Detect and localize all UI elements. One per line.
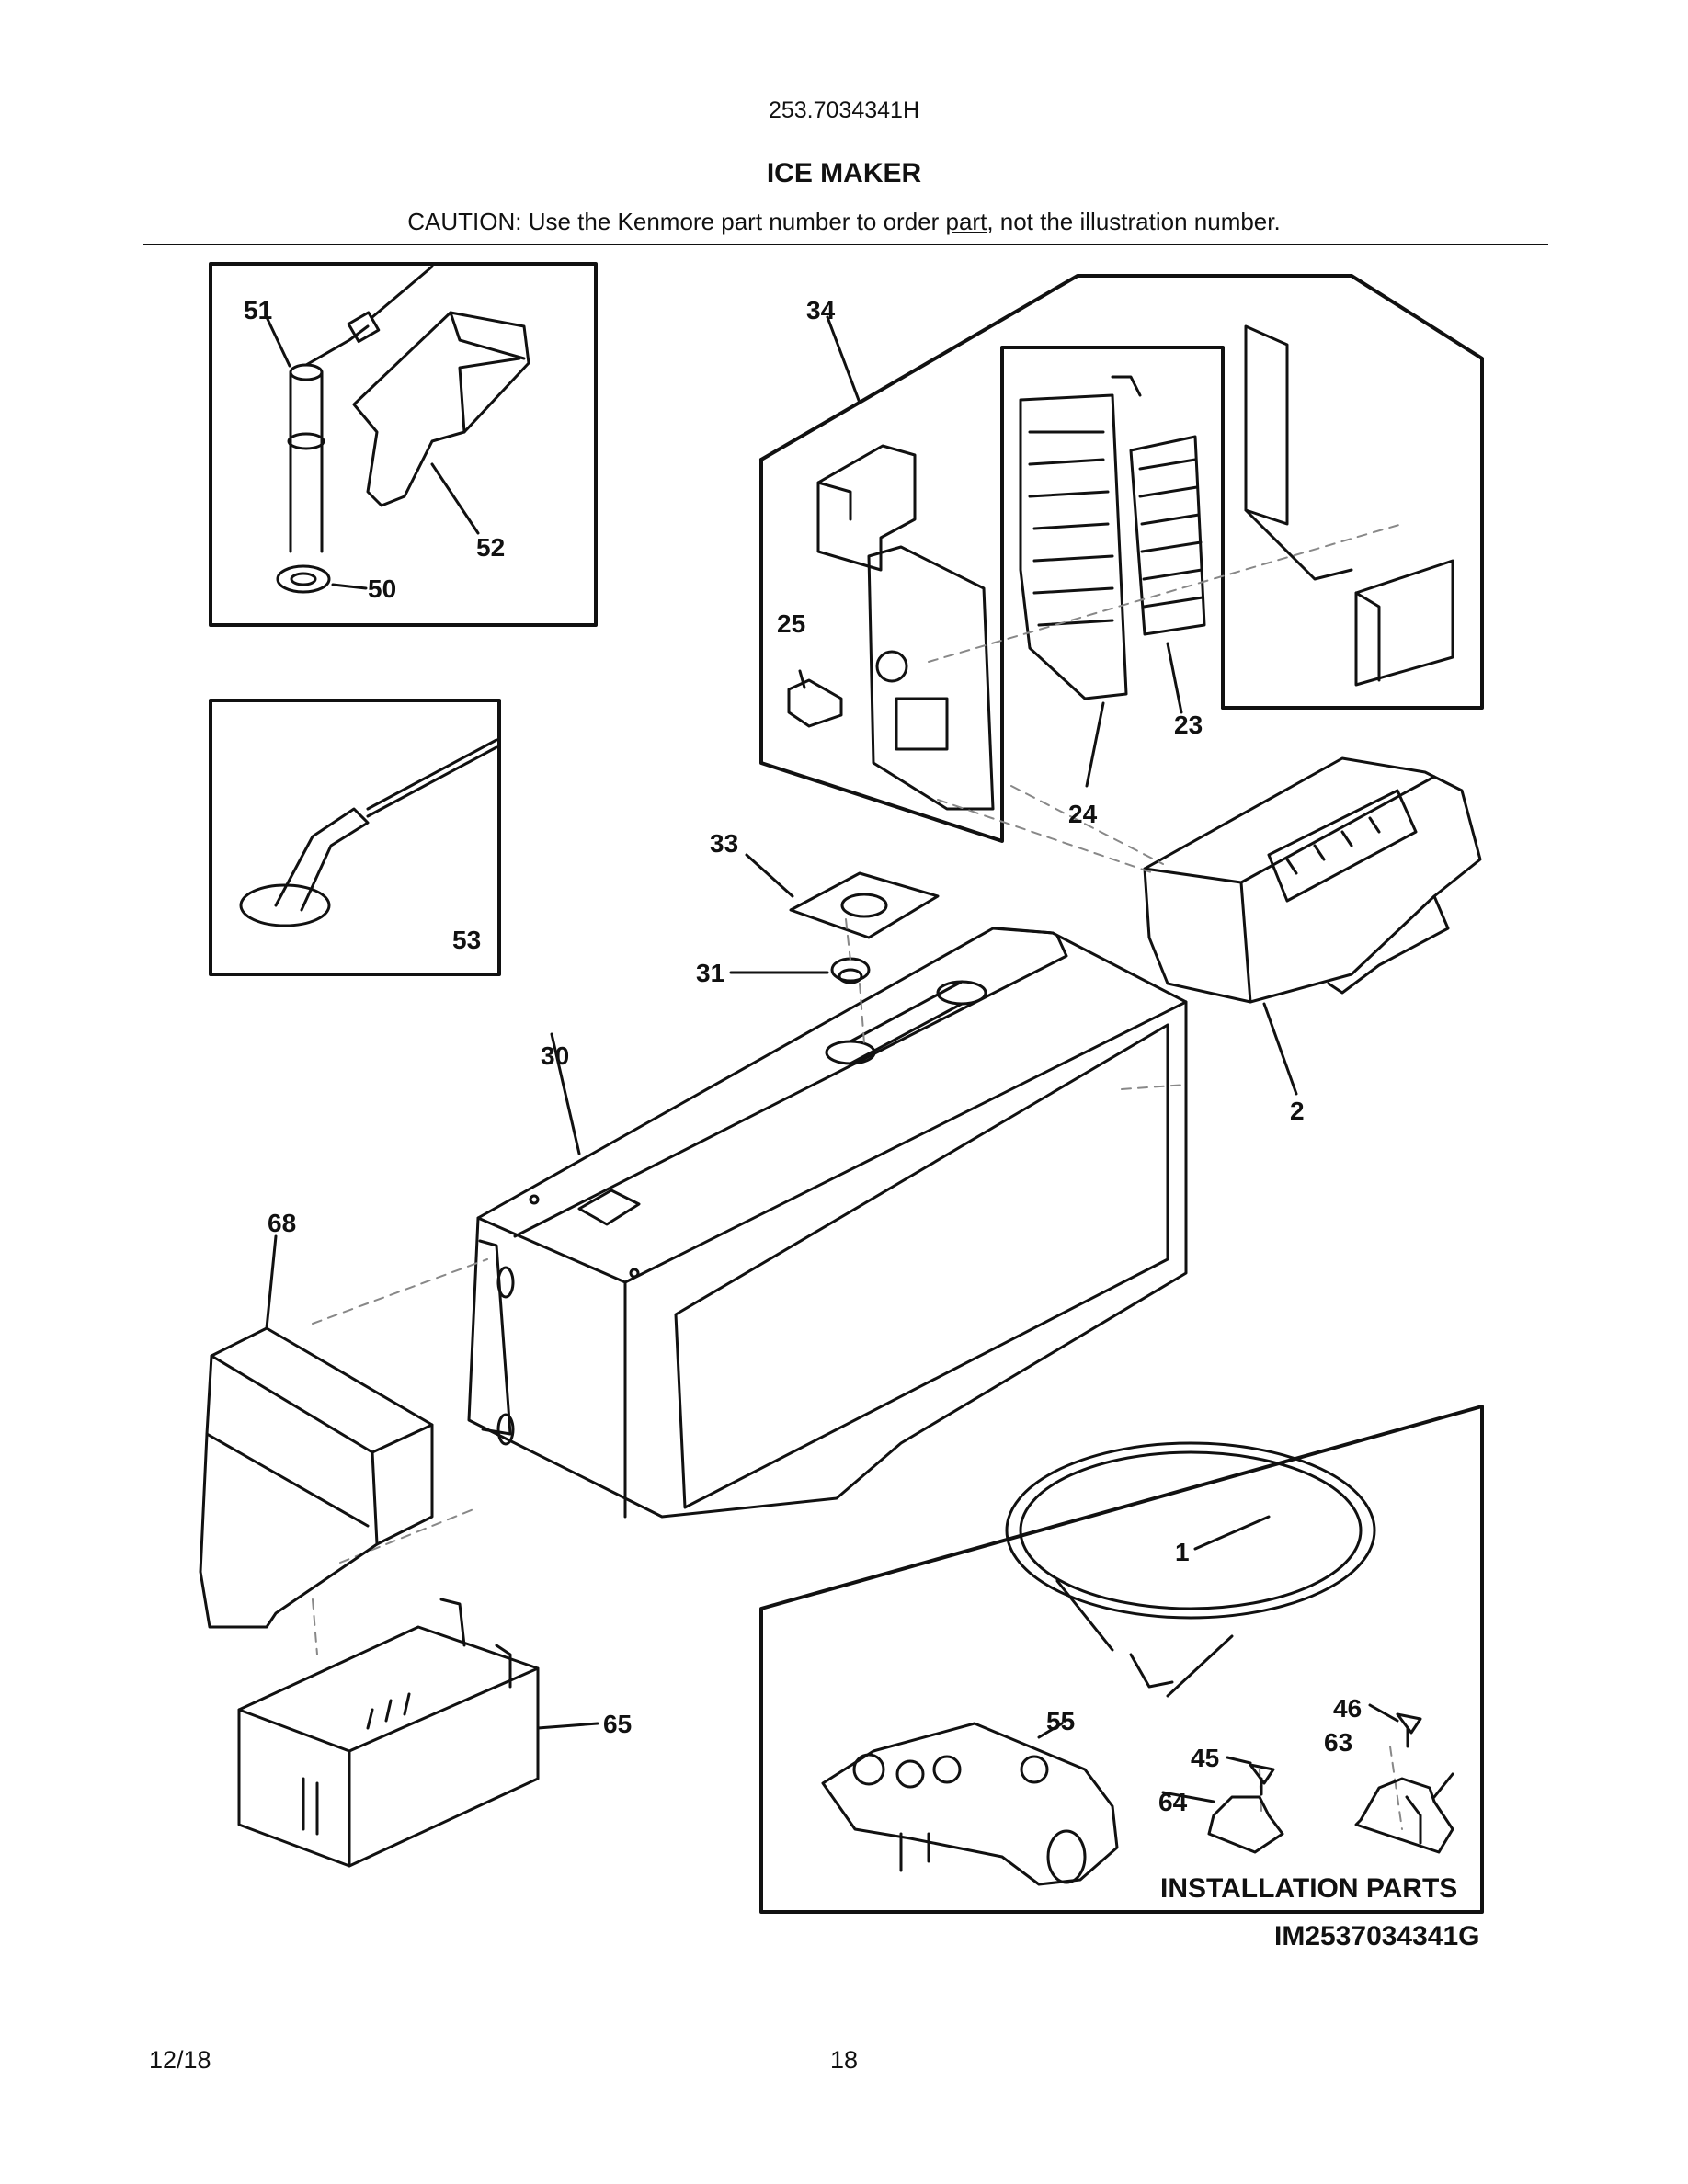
inset-box-fill-tube	[209, 262, 598, 627]
callout-65: 65	[603, 1710, 632, 1738]
inset-box-fill-cup	[209, 699, 501, 976]
page-title: ICE MAKER	[766, 158, 922, 188]
clamp-part-63	[1354, 1772, 1454, 1854]
evaporator-coil-part-24	[1019, 375, 1142, 700]
callout-46: 46	[1333, 1694, 1362, 1723]
callout-24: 24	[1068, 800, 1098, 828]
tray-part-65	[237, 1598, 540, 1868]
callout-1: 1	[1175, 1538, 1190, 1566]
callout-50: 50	[368, 574, 396, 603]
callout-31: 31	[696, 959, 724, 987]
callout-23: 23	[1174, 711, 1203, 739]
ice-maker-part-2	[1143, 756, 1482, 1004]
footer-date: 12/18	[149, 2046, 211, 2074]
screw-part-45	[1249, 1763, 1275, 1796]
grommet-part-31	[830, 957, 871, 984]
caution-note: CAUTION: Use the Kenmore part number to …	[0, 208, 1688, 236]
screw-part-46	[1396, 1712, 1422, 1748]
washer-part-50	[276, 564, 331, 594]
model-number: 253.7034341H	[768, 97, 920, 123]
clamp-part-64	[1207, 1795, 1284, 1854]
bracket-part	[816, 444, 917, 572]
housing-part-30	[467, 927, 1188, 1519]
callout-2: 2	[1290, 1097, 1305, 1125]
callout-30: 30	[541, 1041, 569, 1070]
bin-cover-part-68	[199, 1326, 434, 1629]
evaporator-assembly-outline-34	[759, 274, 1484, 710]
caution-suffix: , not the illustration number.	[987, 208, 1281, 235]
clip-part-25	[787, 669, 843, 728]
callout-34: 34	[806, 296, 836, 324]
caution-prefix: CAUTION: Use the Kenmore part number to …	[407, 208, 946, 235]
gasket-part-33	[789, 871, 940, 939]
callout-55: 55	[1046, 1707, 1075, 1735]
callout-63: 63	[1324, 1728, 1352, 1757]
heat-exchanger-part-23	[1129, 435, 1206, 636]
header-divider	[143, 244, 1548, 245]
callout-33: 33	[710, 829, 738, 858]
callout-53: 53	[452, 926, 481, 954]
installation-parts-label: INSTALLATION PARTS	[1160, 1873, 1458, 1904]
callout-25: 25	[777, 609, 805, 638]
installation-parts-box	[759, 1405, 1484, 1914]
callout-52: 52	[476, 533, 505, 562]
caution-part-word: part	[945, 208, 987, 235]
shield-panel	[867, 545, 995, 811]
fill-tube-part-51	[287, 265, 434, 553]
page-number: 18	[829, 2046, 859, 2074]
callout-64: 64	[1158, 1788, 1188, 1816]
water-line-part-1	[1005, 1441, 1376, 1698]
callout-45: 45	[1191, 1744, 1219, 1772]
cover-part-52	[352, 311, 530, 507]
fill-cup-part-53	[239, 738, 498, 927]
water-valve-part-55	[821, 1722, 1119, 1886]
callout-51: 51	[244, 296, 272, 324]
callout-68: 68	[268, 1209, 296, 1237]
figure-id: IM2537034341G	[1274, 1921, 1480, 1951]
side-panels	[1244, 324, 1454, 687]
